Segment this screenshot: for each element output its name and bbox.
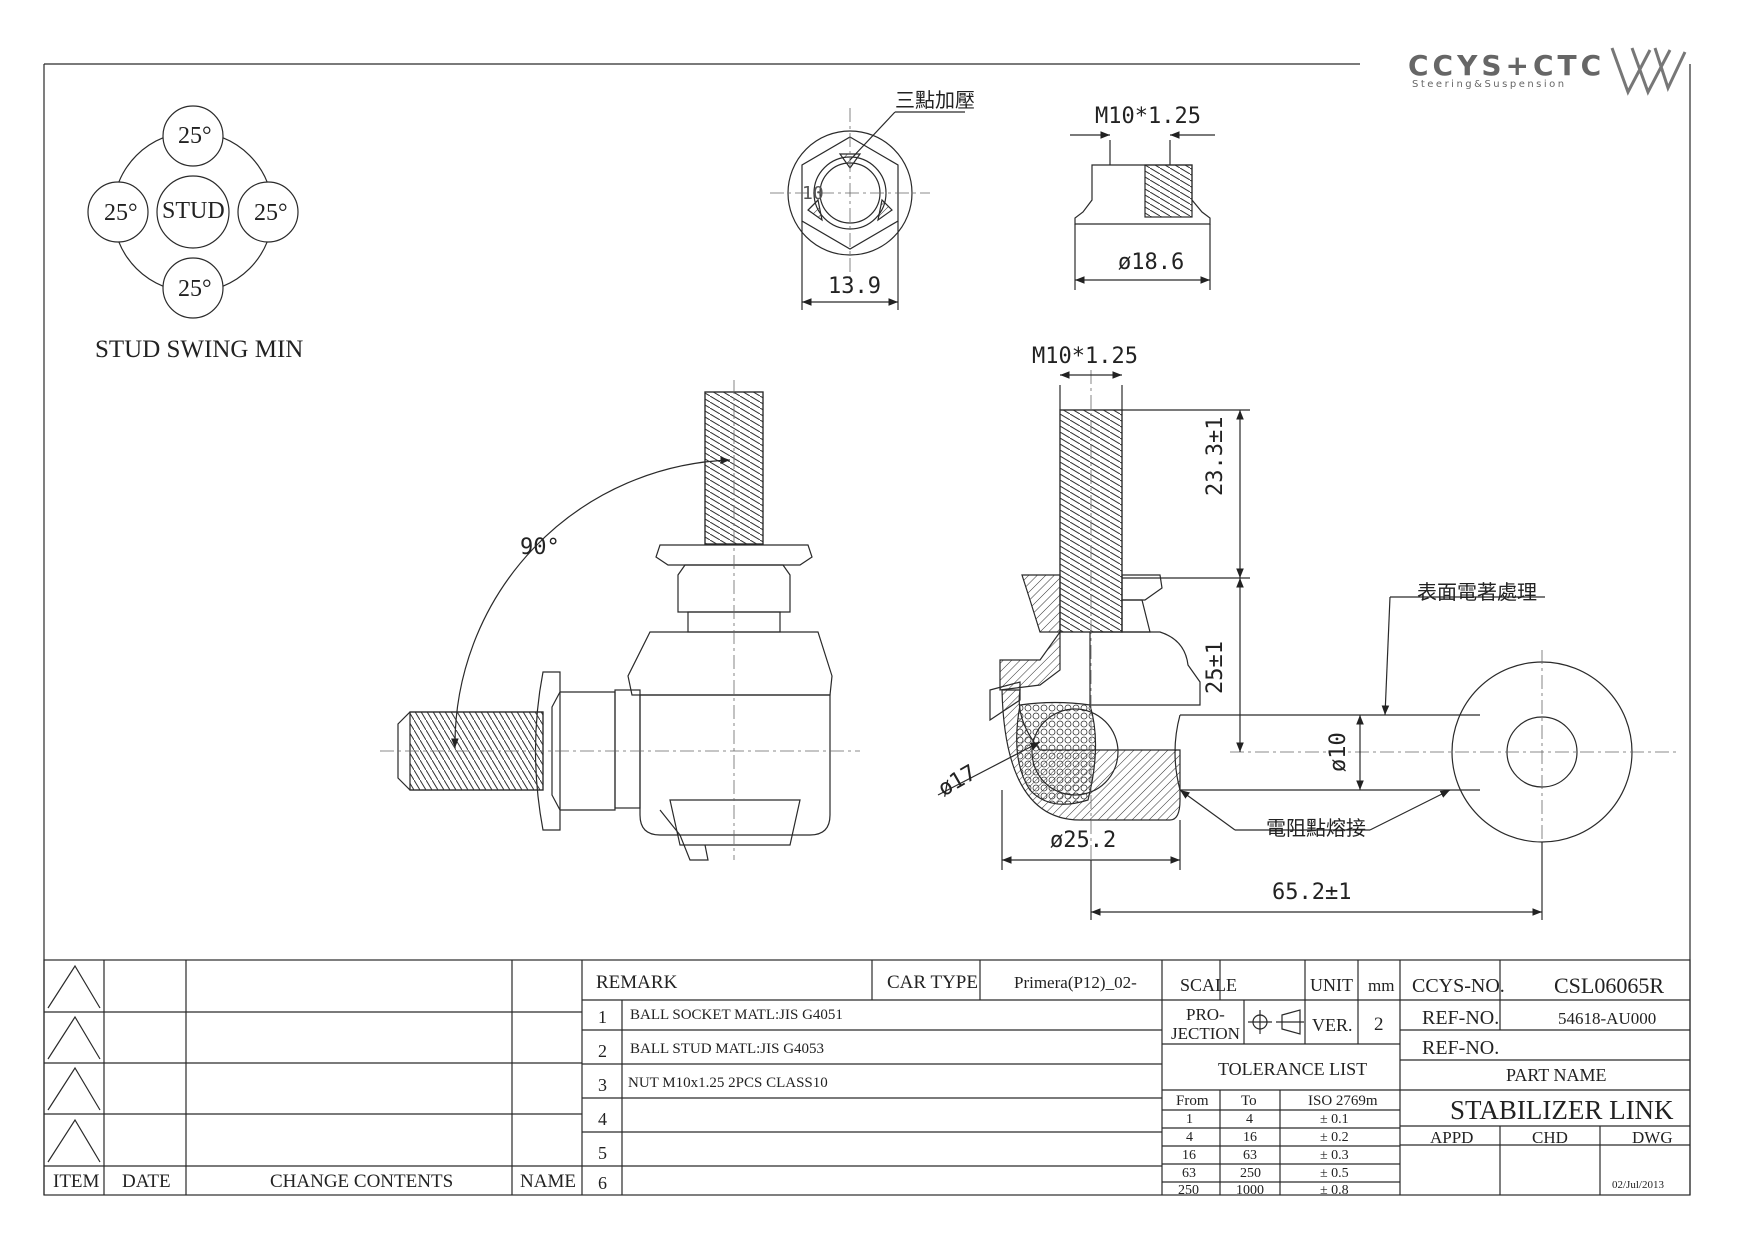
tolerance-row: ± 0.2 bbox=[1320, 1130, 1349, 1145]
body-dia-dim: ø25.2 bbox=[1050, 828, 1117, 853]
remark-text: NUT M10x1.25 2PCS CLASS10 bbox=[628, 1075, 828, 1091]
ball-joint-left-view bbox=[380, 380, 860, 861]
rev-header-change: CHANGE CONTENTS bbox=[270, 1171, 454, 1192]
hex-width-dim: 13.9 bbox=[828, 274, 881, 299]
version-label: VER. bbox=[1312, 1015, 1353, 1035]
tolerance-row: 16 bbox=[1182, 1148, 1196, 1163]
tolerance-row: 16 bbox=[1243, 1130, 1257, 1145]
tolerance-header-to: To bbox=[1241, 1093, 1257, 1109]
version-value: 2 bbox=[1374, 1014, 1384, 1035]
ccys-no-value: CSL06065R bbox=[1554, 973, 1665, 998]
approved-label: APPD bbox=[1430, 1128, 1474, 1147]
remark-no: 1 bbox=[598, 1007, 607, 1027]
swing-value-top: 25° bbox=[178, 123, 212, 149]
unit-value: mm bbox=[1368, 976, 1395, 995]
tolerance-header-iso: ISO 2769m bbox=[1308, 1093, 1378, 1109]
remark-text: BALL STUD MATL:JIS G4053 bbox=[630, 1041, 825, 1057]
car-type-value: Primera(P12)_02- bbox=[1014, 973, 1137, 992]
tolerance-row: 1 bbox=[1186, 1112, 1193, 1127]
tolerance-row: 1000 bbox=[1236, 1183, 1264, 1198]
stud-swing-diagram bbox=[87, 105, 299, 319]
overall-length-dim: 65.2±1 bbox=[1272, 880, 1352, 905]
swing-angle-dim: 90° bbox=[520, 535, 560, 560]
ball-joint-section-view bbox=[937, 370, 1680, 920]
unit-label: UNIT bbox=[1310, 975, 1353, 995]
rev-header-date: DATE bbox=[122, 1171, 171, 1192]
brand-tagline: Steering&Suspension bbox=[1412, 79, 1567, 90]
height-dim: 25±1 bbox=[1203, 641, 1228, 694]
three-point-press-note: 三點加壓 bbox=[895, 88, 975, 112]
remark-label: REMARK bbox=[596, 972, 678, 993]
projection-label-2: JECTION bbox=[1171, 1024, 1240, 1043]
checked-label: CHD bbox=[1532, 1128, 1568, 1147]
tolerance-row: 4 bbox=[1186, 1130, 1193, 1145]
thread-spec-stud: M10*1.25 bbox=[1032, 344, 1138, 369]
thread-spec-nut: M10*1.25 bbox=[1095, 104, 1201, 129]
car-type-label: CAR TYPE bbox=[887, 972, 978, 993]
drawing-date: 02/Jul/2013 bbox=[1612, 1179, 1664, 1191]
nut-side-view bbox=[1070, 131, 1215, 290]
tolerance-title: TOLERANCE LIST bbox=[1218, 1059, 1368, 1079]
rod-dia-dim: ø10 bbox=[1326, 732, 1351, 772]
title-block-grid bbox=[43, 959, 1691, 1196]
remark-no: 6 bbox=[598, 1173, 607, 1193]
projection-label-1: PRO- bbox=[1186, 1005, 1225, 1024]
drawn-label: DWG bbox=[1632, 1128, 1673, 1147]
flange-dia-dim: ø18.6 bbox=[1118, 250, 1185, 275]
nut-inner-dim: 10 bbox=[802, 183, 824, 204]
rev-header-item: ITEM bbox=[53, 1171, 100, 1192]
logo-mark bbox=[1610, 47, 1687, 96]
ccys-no-label: CCYS-NO. bbox=[1412, 975, 1505, 997]
tolerance-row: ± 0.1 bbox=[1320, 1112, 1349, 1127]
surface-treatment-note: 表面電著處理 bbox=[1417, 580, 1537, 604]
tolerance-row: 4 bbox=[1246, 1112, 1253, 1127]
remark-no: 3 bbox=[598, 1075, 607, 1095]
swing-caption: STUD SWING MIN bbox=[95, 336, 304, 363]
scale-label: SCALE bbox=[1180, 975, 1238, 995]
ref-no-value-1: 54618-AU000 bbox=[1558, 1009, 1657, 1028]
nut-end-view bbox=[770, 108, 965, 310]
brand-logo: CCYS+CTC bbox=[1408, 49, 1606, 82]
tolerance-row: 250 bbox=[1178, 1183, 1199, 1198]
tolerance-row: ± 0.3 bbox=[1320, 1148, 1349, 1163]
remark-no: 5 bbox=[598, 1143, 607, 1163]
ref-no-label-2: REF-NO. bbox=[1422, 1037, 1500, 1059]
swing-value-bottom: 25° bbox=[178, 276, 212, 302]
tolerance-row: 250 bbox=[1240, 1166, 1261, 1181]
spot-weld-note: 電阻點熔接 bbox=[1266, 816, 1366, 840]
part-name-value: STABILIZER LINK bbox=[1450, 1095, 1674, 1125]
remark-text: BALL SOCKET MATL:JIS G4051 bbox=[630, 1007, 843, 1023]
remark-no: 2 bbox=[598, 1041, 607, 1061]
tolerance-row: 63 bbox=[1243, 1148, 1257, 1163]
tolerance-row: 63 bbox=[1182, 1166, 1196, 1181]
tolerance-row: ± 0.8 bbox=[1320, 1183, 1349, 1198]
tolerance-row: ± 0.5 bbox=[1320, 1166, 1349, 1181]
remark-no: 4 bbox=[598, 1109, 607, 1129]
part-name-label: PART NAME bbox=[1506, 1065, 1607, 1085]
tolerance-header-from: From bbox=[1176, 1093, 1209, 1109]
swing-value-left: 25° bbox=[104, 200, 138, 226]
ref-no-label-1: REF-NO. bbox=[1422, 1007, 1500, 1029]
thread-length-dim: 23.3±1 bbox=[1203, 416, 1228, 496]
rev-header-name: NAME bbox=[520, 1171, 576, 1192]
swing-center-label: STUD bbox=[162, 198, 225, 224]
swing-value-right: 25° bbox=[254, 200, 288, 226]
